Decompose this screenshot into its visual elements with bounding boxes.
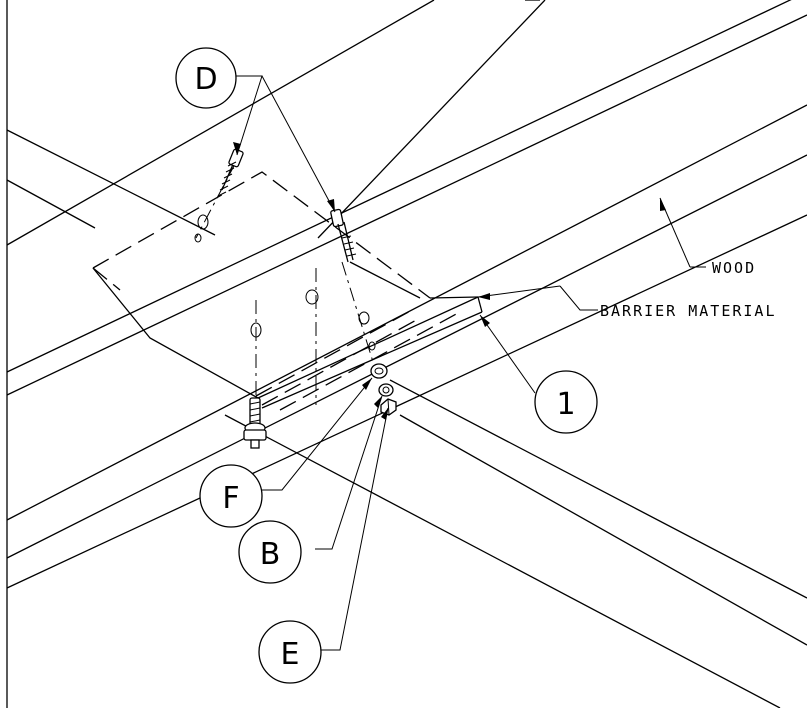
callout-e: E — [258, 620, 322, 684]
callout-b: B — [238, 520, 302, 584]
barrier-material-label: BARRIER MATERIAL — [600, 302, 777, 320]
flat-washer — [370, 363, 388, 379]
lag-bolt-right — [330, 208, 357, 263]
angle-bracket — [92, 0, 546, 411]
callout-1-text: 1 — [556, 387, 575, 422]
callout-f: F — [199, 464, 263, 528]
wood-label: WOOD — [712, 259, 756, 277]
callout-f-text: F — [222, 481, 239, 516]
callout-d-text: D — [194, 62, 217, 97]
carriage-bolt — [243, 397, 267, 449]
leader-lines — [234, 75, 691, 651]
callout-e-text: E — [281, 637, 300, 672]
callout-d: D — [175, 47, 237, 109]
bolt-holes — [194, 161, 379, 405]
arrowheads — [233, 142, 666, 420]
lag-bolt-left — [217, 148, 244, 197]
callout-1: 1 — [534, 370, 598, 434]
hex-nut — [380, 398, 397, 416]
callout-b-text: B — [260, 537, 281, 572]
wood-beams — [6, 0, 807, 708]
lock-washer — [378, 383, 394, 397]
